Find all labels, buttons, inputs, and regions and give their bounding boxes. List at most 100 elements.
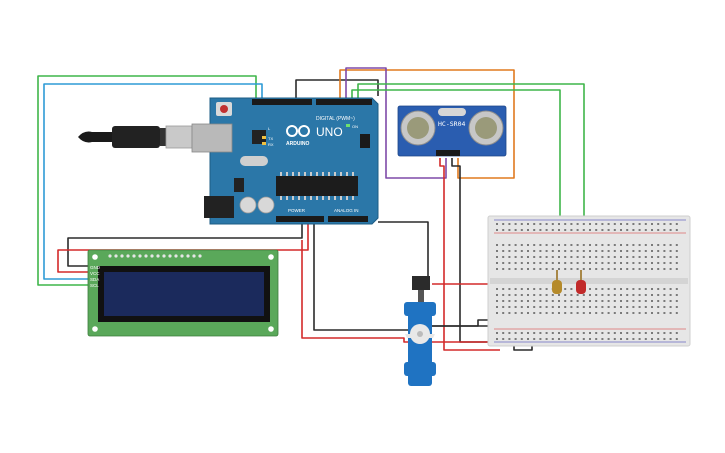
wire-purple-sensor-trig[interactable] — [345, 67, 447, 179]
breadboard-hole — [626, 262, 629, 264]
breadboard-hole — [651, 244, 653, 246]
breadboard-hole — [539, 312, 542, 314]
lcd-header-pin — [108, 254, 112, 258]
breadboard-hole — [657, 229, 660, 231]
breadboard-hole — [589, 338, 591, 340]
breadboard-hole — [576, 244, 579, 246]
breadboard-hole — [545, 300, 548, 302]
analog-header[interactable] — [328, 216, 368, 222]
breadboard-hole — [564, 262, 567, 264]
sensor-pin-header[interactable] — [436, 150, 460, 156]
breadboard-hole — [644, 332, 647, 334]
servo-motor[interactable] — [404, 276, 436, 386]
board-model-label: UNO — [316, 125, 343, 139]
tx-label: TX — [268, 136, 273, 141]
breadboard-hole — [520, 294, 523, 296]
breadboard-hole — [533, 250, 536, 252]
breadboard-hole — [669, 312, 672, 314]
arduino-uno-board[interactable]: UNO ARDUINO DIGITAL (PWM~) POWER ANALOG … — [191, 97, 379, 225]
breadboard-hole — [601, 288, 604, 290]
breadboard-hole — [570, 223, 573, 225]
wire-red-sensor-vcc[interactable] — [439, 158, 500, 351]
breadboard-hole — [607, 332, 610, 334]
wire-black-servo-gnd[interactable] — [378, 221, 429, 278]
breadboard-hole — [589, 229, 591, 231]
breadboard-hole — [613, 312, 616, 314]
breadboard-hole — [589, 332, 591, 334]
lcd-header-pin — [174, 254, 178, 258]
breadboard-hole — [675, 306, 678, 308]
breadboard-hole — [545, 288, 548, 290]
wire-red-lcd-vcc[interactable] — [57, 222, 309, 273]
lcd-screen — [104, 272, 264, 316]
breadboard-hole — [533, 288, 536, 290]
breadboard-hole — [564, 223, 567, 225]
wire-orange-sensor-echo[interactable] — [339, 69, 515, 179]
breadboard-hole — [570, 332, 573, 334]
breadboard-hole — [527, 250, 529, 252]
led-yellow[interactable] — [552, 270, 562, 294]
breadboard-hole — [626, 288, 629, 290]
power-header[interactable] — [276, 216, 324, 222]
breadboard-hole — [601, 294, 604, 296]
breadboard-hole — [589, 262, 591, 264]
digital-header-right[interactable] — [316, 99, 372, 105]
breadboard-hole — [632, 288, 635, 290]
breadboard-hole — [657, 338, 660, 340]
breadboard-hole — [576, 300, 579, 302]
breadboard-hole — [669, 229, 672, 231]
breadboard-hole — [595, 338, 598, 340]
breadboard-hole — [502, 338, 505, 340]
breadboard-hole — [595, 223, 598, 225]
breadboard[interactable] — [487, 215, 691, 347]
breadboard-hole — [496, 288, 498, 290]
led-red[interactable] — [576, 270, 586, 294]
breadboard-hole — [651, 300, 653, 302]
wire-blue-lcd-sda[interactable] — [43, 83, 263, 280]
lcd-header-pin — [144, 254, 148, 258]
breadboard-hole — [582, 332, 585, 334]
breadboard-hole — [632, 294, 635, 296]
breadboard-hole — [644, 268, 647, 270]
breadboard-hole — [502, 300, 505, 302]
breadboard-hole — [502, 250, 505, 252]
wire-green-led-yellow[interactable] — [351, 89, 561, 282]
breadboard-hole — [601, 229, 604, 231]
breadboard-hole — [533, 332, 536, 334]
capacitor-2 — [257, 196, 275, 214]
ultrasonic-sensor[interactable]: HC-SR04 — [397, 105, 507, 157]
on-led — [346, 124, 350, 127]
breadboard-hole — [595, 250, 598, 252]
breadboard-hole — [558, 229, 560, 231]
breadboard-hole — [514, 288, 517, 290]
breadboard-hole — [558, 300, 560, 302]
breadboard-hole — [551, 256, 554, 258]
reset-button-cap[interactable] — [220, 105, 228, 113]
capacitor-1 — [239, 196, 257, 214]
breadboard-hole — [663, 250, 666, 252]
breadboard-hole — [613, 306, 616, 308]
breadboard-hole — [620, 268, 622, 270]
breadboard-hole — [539, 229, 542, 231]
breadboard-hole — [638, 300, 641, 302]
breadboard-hole — [533, 306, 536, 308]
breadboard-hole — [613, 300, 616, 302]
breadboard-hole — [545, 229, 548, 231]
breadboard-hole — [613, 256, 616, 258]
wire-green-led-red[interactable] — [357, 83, 585, 282]
breadboard-hole — [533, 244, 536, 246]
wire-black-arduino-top-gnd[interactable] — [295, 79, 379, 100]
breadboard-hole — [558, 338, 560, 340]
digital-label: DIGITAL (PWM~) — [316, 116, 355, 122]
breadboard-hole — [595, 300, 598, 302]
digital-header-left[interactable] — [252, 99, 312, 105]
l-led-label: L — [268, 126, 271, 131]
breadboard-hole — [675, 268, 678, 270]
breadboard-hole — [613, 244, 616, 246]
breadboard-hole — [601, 262, 604, 264]
lcd-display[interactable]: GND VCC SDA SCL — [87, 249, 279, 337]
breadboard-hole — [607, 256, 610, 258]
wire-black-lcd-gnd[interactable] — [67, 222, 303, 267]
breadboard-hole — [545, 256, 548, 258]
breadboard-hole — [496, 244, 498, 246]
